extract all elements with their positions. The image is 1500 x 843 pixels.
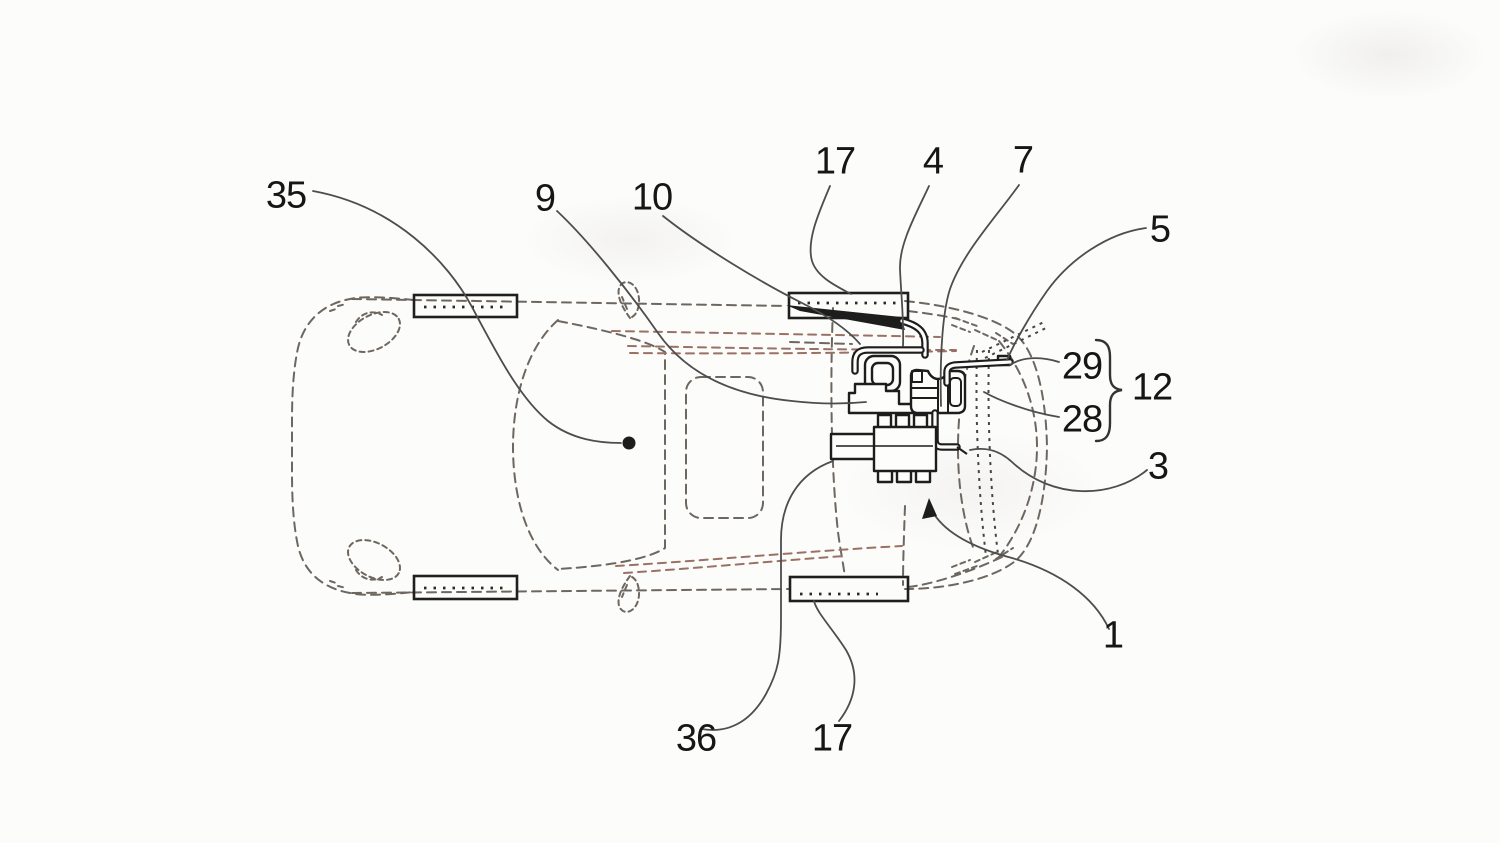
- leader-17-top: [809, 185, 852, 295]
- ref-label-35: 35: [265, 174, 307, 217]
- leader-9: [556, 210, 867, 405]
- actuator-assembly: [786, 305, 1014, 484]
- front-right-strip: [412, 574, 519, 601]
- rear-hatch-lines: [956, 340, 1039, 558]
- ref-label-17-top: 17: [814, 140, 856, 183]
- group-brace: [1094, 338, 1123, 443]
- leader-29: [1009, 357, 1060, 366]
- leader-10: [662, 215, 861, 345]
- leader-36: [701, 460, 834, 731]
- ref-label-5: 5: [1149, 208, 1171, 251]
- leader-1: [933, 513, 1110, 630]
- ref-label-9: 9: [534, 177, 556, 220]
- stepped-plate: [847, 382, 919, 415]
- ref-label-10: 10: [631, 176, 673, 219]
- leader-5: [1006, 227, 1147, 361]
- leader-35: [312, 190, 622, 444]
- actuator-block: [872, 425, 938, 473]
- cabin-outline: [511, 307, 906, 586]
- tail-lamp-scribbles: [951, 317, 1014, 575]
- ref-label-1: 1: [1102, 614, 1124, 657]
- side-mirrors: [617, 281, 641, 613]
- leader-3: [969, 447, 1148, 493]
- leader-1-arrowhead: [922, 498, 937, 519]
- strap: [931, 409, 961, 451]
- leader-35-dot: [622, 436, 636, 450]
- rear-right-strip: [788, 575, 910, 603]
- ref-label-7: 7: [1012, 139, 1034, 182]
- leader-7: [939, 184, 1020, 407]
- ref-label-3: 3: [1147, 445, 1169, 488]
- ref-label-17-bottom: 17: [811, 717, 853, 760]
- ref-label-4: 4: [922, 140, 944, 183]
- ref-label-28: 28: [1061, 398, 1103, 441]
- ref-label-12: 12: [1131, 366, 1173, 409]
- ref-label-36: 36: [675, 717, 717, 760]
- headlights: [329, 303, 401, 589]
- leader-17-bottom: [813, 600, 856, 722]
- leader-28: [983, 391, 1060, 418]
- leader-4: [899, 185, 930, 347]
- ref-label-29: 29: [1061, 345, 1103, 388]
- leader-lines: [312, 184, 1148, 731]
